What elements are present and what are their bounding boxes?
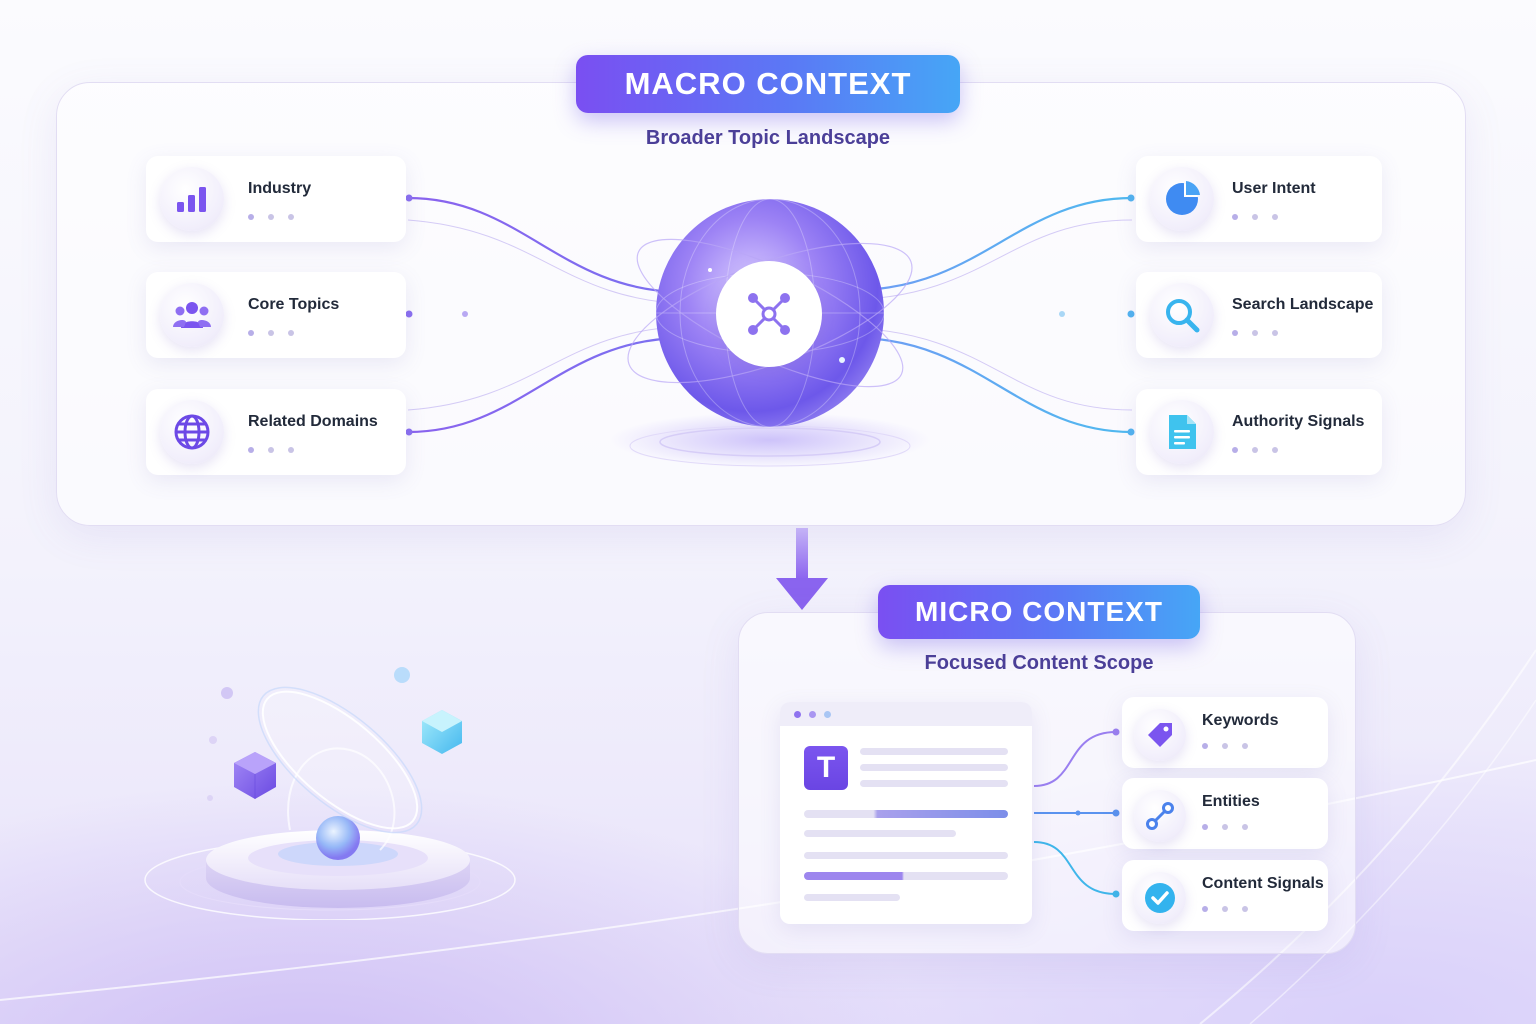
micro-context-subtitle: Focused Content Scope xyxy=(924,652,1154,674)
macro-to-micro-arrow xyxy=(776,528,828,610)
authority-signals-icon-circle xyxy=(1150,400,1214,464)
macro-item-label: Search Landscape xyxy=(1232,296,1374,313)
bar-chart-icon xyxy=(177,187,206,212)
item-dots xyxy=(248,330,294,336)
text-line xyxy=(860,780,1008,787)
micro-item-entities[interactable]: Entities xyxy=(1122,778,1328,849)
macro-item-related-domains[interactable]: Related Domains xyxy=(146,389,406,475)
text-line-highlight xyxy=(804,872,1008,880)
macro-item-label: Core Topics xyxy=(248,296,340,313)
blue-cube xyxy=(422,710,462,754)
micro-item-label: Entities xyxy=(1202,793,1260,810)
text-line xyxy=(860,764,1008,771)
window-dot xyxy=(824,711,831,718)
users-icon xyxy=(173,302,211,328)
macro-item-core-topics[interactable]: Core Topics xyxy=(146,272,406,358)
document-type-icon: T xyxy=(804,746,848,790)
globe-icon xyxy=(174,414,210,450)
micro-item-label: Content Signals xyxy=(1202,875,1324,892)
macro-item-label: Related Domains xyxy=(248,413,378,430)
entities-icon-circle xyxy=(1134,790,1186,842)
user-intent-icon-circle xyxy=(1150,167,1214,231)
search-landscape-icon-circle xyxy=(1150,283,1214,347)
item-dots xyxy=(248,214,294,220)
text-line xyxy=(804,852,1008,859)
keywords-icon-circle xyxy=(1134,709,1186,761)
text-line xyxy=(804,894,900,901)
macro-item-label: Authority Signals xyxy=(1232,413,1365,430)
macro-item-industry[interactable]: Industry xyxy=(146,156,406,242)
pie-chart-icon xyxy=(1166,181,1200,215)
item-dots xyxy=(1232,447,1278,453)
item-dots xyxy=(1202,824,1248,830)
related-domains-icon-circle xyxy=(160,400,224,464)
macro-item-search-landscape[interactable]: Search Landscape xyxy=(1136,272,1382,358)
micro-item-label: Keywords xyxy=(1202,712,1279,729)
item-dots xyxy=(1232,330,1278,336)
check-icon xyxy=(1145,883,1175,913)
content-document-preview: T xyxy=(780,702,1032,924)
search-icon xyxy=(1166,299,1200,333)
purple-cube xyxy=(234,752,276,799)
hub-center-circle xyxy=(716,261,822,367)
industry-icon-circle xyxy=(160,167,224,231)
macro-item-label: Industry xyxy=(248,180,312,197)
item-dots xyxy=(1202,906,1248,912)
text-line-highlight xyxy=(804,810,1008,818)
macro-item-authority-signals[interactable]: Authority Signals xyxy=(1136,389,1382,475)
item-dots xyxy=(1202,743,1248,749)
decorative-podium-illustration xyxy=(144,667,516,920)
macro-context-subtitle: Broader Topic Landscape xyxy=(645,127,891,149)
micro-context-title: MICRO CONTEXT xyxy=(878,585,1200,639)
core-topics-icon-circle xyxy=(160,283,224,347)
micro-item-content-signals[interactable]: Content Signals xyxy=(1122,860,1328,931)
item-dots xyxy=(1232,214,1278,220)
document-icon xyxy=(1169,415,1196,449)
macro-item-user-intent[interactable]: User Intent xyxy=(1136,156,1382,242)
text-line xyxy=(860,748,1008,755)
item-dots xyxy=(248,447,294,453)
network-hub-icon xyxy=(748,293,790,335)
content-signals-icon-circle xyxy=(1134,872,1186,924)
macro-item-label: User Intent xyxy=(1232,180,1316,197)
window-dot xyxy=(794,711,801,718)
tag-icon xyxy=(1148,723,1172,747)
text-line xyxy=(804,830,956,837)
micro-item-keywords[interactable]: Keywords xyxy=(1122,697,1328,768)
document-window-bar xyxy=(780,702,1032,726)
window-dot xyxy=(809,711,816,718)
node-link-icon xyxy=(1146,802,1174,830)
macro-context-title: MACRO CONTEXT xyxy=(576,55,960,113)
